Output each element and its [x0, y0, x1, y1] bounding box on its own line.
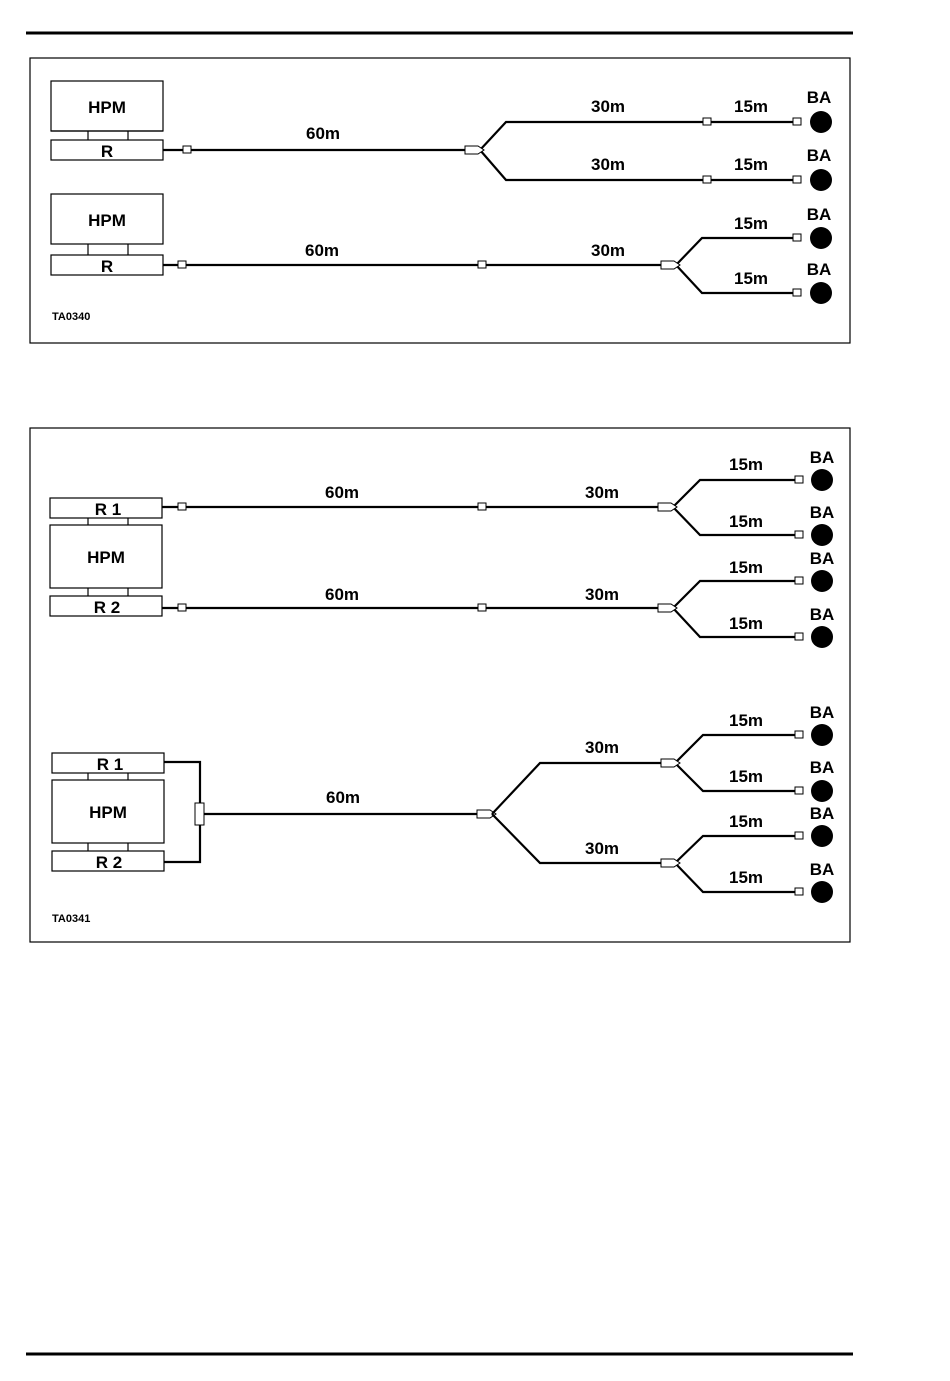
- ba-label: BA: [807, 88, 832, 107]
- hpm-label: HPM: [88, 211, 126, 230]
- receiver-2-label: R 2: [94, 598, 120, 617]
- hpm-label: HPM: [87, 548, 125, 567]
- connector: [795, 832, 803, 839]
- figure-caption: TA0340: [52, 311, 90, 323]
- connector: [178, 503, 186, 510]
- ba-label: BA: [810, 549, 835, 568]
- connector: [795, 888, 803, 895]
- ba-label: BA: [810, 503, 835, 522]
- fig2-config-b: R 1 HPM R 2 60m 30m 15m 15m BA BA: [52, 703, 834, 903]
- ba-label: BA: [810, 860, 835, 879]
- connector: [795, 577, 803, 584]
- connector: [793, 176, 801, 183]
- length-label: 15m: [729, 868, 763, 887]
- figure-ta0340: HPM R 60m 30m 30m 15m 15m BA BA: [30, 58, 850, 343]
- length-label: 30m: [585, 738, 619, 757]
- ba-label: BA: [807, 146, 832, 165]
- ba-device: [811, 881, 833, 903]
- figure-ta0341: R 1 HPM R 2 60m 30m 15m 15m BA BA: [30, 428, 850, 942]
- connector: [478, 503, 486, 510]
- fig1-row-1: HPM R 60m 30m 30m 15m 15m BA BA: [51, 81, 832, 191]
- branch-cable-upper: [673, 480, 800, 507]
- length-label: 30m: [591, 241, 625, 260]
- ba-label: BA: [810, 703, 835, 722]
- length-label: 15m: [729, 558, 763, 577]
- length-label: 15m: [729, 614, 763, 633]
- length-label: 60m: [306, 124, 340, 143]
- length-label: 15m: [734, 269, 768, 288]
- ba-device: [811, 626, 833, 648]
- fig1-row-2: HPM R 60m 30m 15m 15m BA BA: [51, 194, 832, 304]
- length-label: 15m: [734, 214, 768, 233]
- length-label: 30m: [585, 839, 619, 858]
- length-label: 15m: [734, 97, 768, 116]
- ba-device: [810, 227, 832, 249]
- length-label: 60m: [305, 241, 339, 260]
- branch-cable-upper: [675, 836, 800, 863]
- length-label: 30m: [591, 155, 625, 174]
- connector: [178, 604, 186, 611]
- length-label: 15m: [729, 455, 763, 474]
- ba-device: [811, 469, 833, 491]
- receiver-1-label: R 1: [95, 500, 121, 519]
- ba-device: [811, 825, 833, 847]
- connector: [178, 261, 186, 268]
- connector: [795, 633, 803, 640]
- length-label: 60m: [326, 788, 360, 807]
- branch-cable-upper: [676, 238, 800, 265]
- mid-cable-lower: [492, 814, 675, 863]
- hpm-label: HPM: [89, 803, 127, 822]
- ba-label: BA: [807, 205, 832, 224]
- fig2-config-a: R 1 HPM R 2 60m 30m 15m 15m BA BA: [50, 448, 834, 648]
- ba-device: [811, 524, 833, 546]
- connector: [183, 146, 191, 153]
- ba-device: [810, 282, 832, 304]
- connector: [793, 289, 801, 296]
- length-label: 30m: [591, 97, 625, 116]
- ba-device: [811, 724, 833, 746]
- receiver-label: R: [101, 142, 113, 161]
- connector: [793, 118, 801, 125]
- connector: [795, 476, 803, 483]
- connector: [478, 261, 486, 268]
- length-label: 15m: [729, 812, 763, 831]
- ba-device: [811, 570, 833, 592]
- length-label: 15m: [729, 767, 763, 786]
- ba-device: [810, 111, 832, 133]
- connector: [478, 604, 486, 611]
- ba-device: [810, 169, 832, 191]
- connector: [703, 176, 711, 183]
- length-label: 15m: [734, 155, 768, 174]
- t-connector: [195, 803, 204, 825]
- length-label: 15m: [729, 711, 763, 730]
- ba-label: BA: [810, 605, 835, 624]
- length-label: 15m: [729, 512, 763, 531]
- ba-label: BA: [810, 448, 835, 467]
- receiver-2-label: R 2: [96, 853, 122, 872]
- connector: [795, 787, 803, 794]
- length-label: 30m: [585, 585, 619, 604]
- receiver-label: R: [101, 257, 113, 276]
- ba-device: [811, 780, 833, 802]
- receiver-1-label: R 1: [97, 755, 123, 774]
- ba-label: BA: [807, 260, 832, 279]
- ba-label: BA: [810, 804, 835, 823]
- ba-label: BA: [810, 758, 835, 777]
- hpm-label: HPM: [88, 98, 126, 117]
- length-label: 60m: [325, 483, 359, 502]
- connector: [793, 234, 801, 241]
- branch-cable-upper: [673, 581, 800, 608]
- connector: [795, 531, 803, 538]
- length-label: 60m: [325, 585, 359, 604]
- connector: [703, 118, 711, 125]
- connector: [795, 731, 803, 738]
- figure-caption: TA0341: [52, 913, 90, 925]
- branch-cable-upper: [675, 735, 800, 763]
- mid-cable-upper: [492, 763, 675, 814]
- splitter: [658, 503, 677, 511]
- length-label: 30m: [585, 483, 619, 502]
- branch-cable-upper: [480, 122, 800, 150]
